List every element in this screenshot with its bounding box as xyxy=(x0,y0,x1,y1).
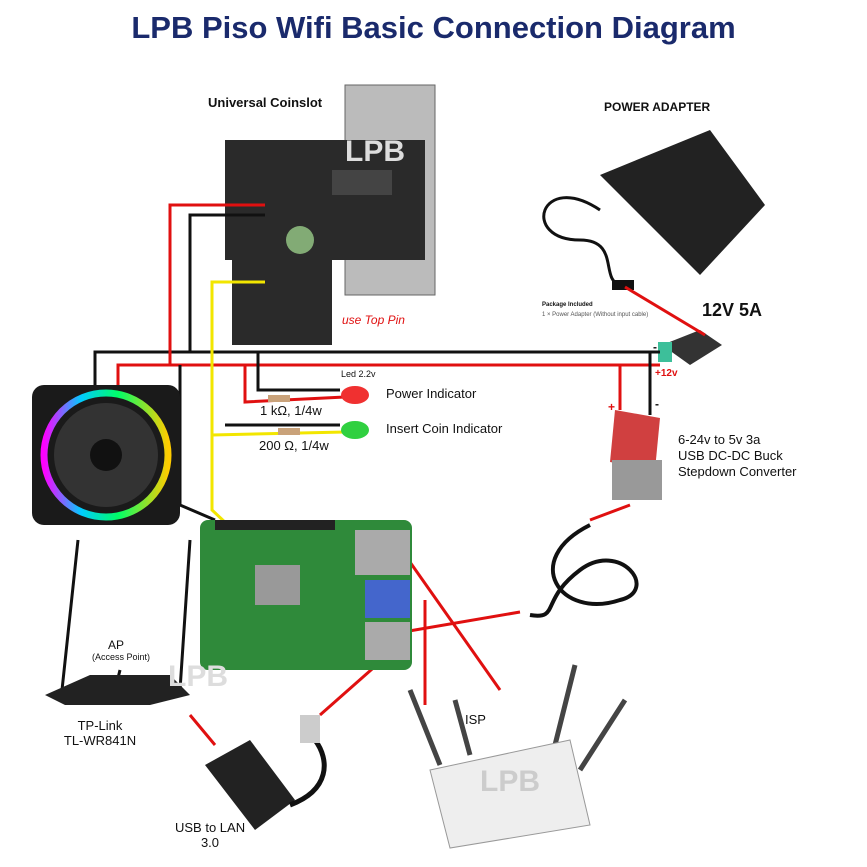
wire-adapter-red xyxy=(624,285,706,337)
cooling-fan xyxy=(32,385,180,525)
usb-lan-line-1: USB to LAN xyxy=(175,820,246,835)
ap-sub-label: (Access Point) xyxy=(92,652,151,662)
package-item: 1 × Power Adapter (Without input cable) xyxy=(542,312,649,318)
usb-lan-line-2: 3.0 xyxy=(200,835,220,850)
coinslot-label: Universal Coinslot xyxy=(208,95,323,110)
buck-converter xyxy=(610,410,662,500)
watermark-2: LPB xyxy=(168,660,228,693)
wire-led1-black xyxy=(256,352,340,392)
power-adapter-label: POWER ADAPTER xyxy=(604,100,711,114)
wire-fan-pi xyxy=(178,365,216,522)
resistor-1k-label: 1 kΩ, 1/4w xyxy=(260,403,322,418)
isp-label: ISP xyxy=(465,712,486,727)
plus12-label: +12v xyxy=(655,368,678,379)
ap-label: AP xyxy=(108,638,125,652)
plus-label: + xyxy=(608,400,616,414)
insert-coin-label: Insert Coin Indicator xyxy=(386,421,503,436)
watermark-3: LPB xyxy=(480,765,540,798)
coinslot-device xyxy=(225,84,436,345)
wire-coin-black xyxy=(188,213,265,352)
top-pin-note: use Top Pin xyxy=(342,313,405,327)
power-indicator-label: Power Indicator xyxy=(386,386,477,401)
tplink-line-1: TP-Link xyxy=(77,718,123,733)
usb-cable xyxy=(529,523,639,618)
converter-label: 6-24v to 5v 3a USB DC-DC Buck Stepdown C… xyxy=(678,432,797,480)
wire-main-black xyxy=(93,350,660,395)
usb-lan-label: USB to LAN 3.0 xyxy=(175,820,245,850)
adapter-rating: 12V 5A xyxy=(702,300,763,320)
usb-lan-adapter xyxy=(205,715,327,830)
isp-router xyxy=(407,664,628,849)
tplink-router xyxy=(45,539,192,705)
tplink-line-2: TL-WR841N xyxy=(63,733,137,748)
led-green xyxy=(341,421,369,439)
page-title: LPB Piso Wifi Basic Connection Diagram xyxy=(131,10,736,45)
power-adapter-device xyxy=(542,130,765,365)
resistor-1k xyxy=(268,395,290,402)
led-red xyxy=(341,386,369,404)
tplink-label: TP-Link TL-WR841N xyxy=(50,718,150,748)
wire-ap-lan xyxy=(188,714,217,746)
minus-label: - xyxy=(653,340,657,354)
wire-led1-red xyxy=(243,365,346,404)
led-label: Led 2.2v xyxy=(341,369,376,379)
converter-line-1: 6-24v to 5v 3a xyxy=(678,432,761,447)
wire-coin-red xyxy=(168,203,265,365)
converter-line-3: Stepdown Converter xyxy=(678,464,797,479)
minus-label-2: - xyxy=(655,397,659,411)
wire-conv-cable xyxy=(589,503,631,522)
resistor-200 xyxy=(278,428,300,435)
resistor-200-label: 200 Ω, 1/4w xyxy=(259,438,329,453)
converter-line-2: USB DC-DC Buck xyxy=(678,448,783,463)
watermark: LPB xyxy=(345,135,405,168)
raspberry-pi xyxy=(200,520,412,670)
package-included: Package Included xyxy=(542,302,593,308)
wire-coin-yellow xyxy=(210,280,265,527)
